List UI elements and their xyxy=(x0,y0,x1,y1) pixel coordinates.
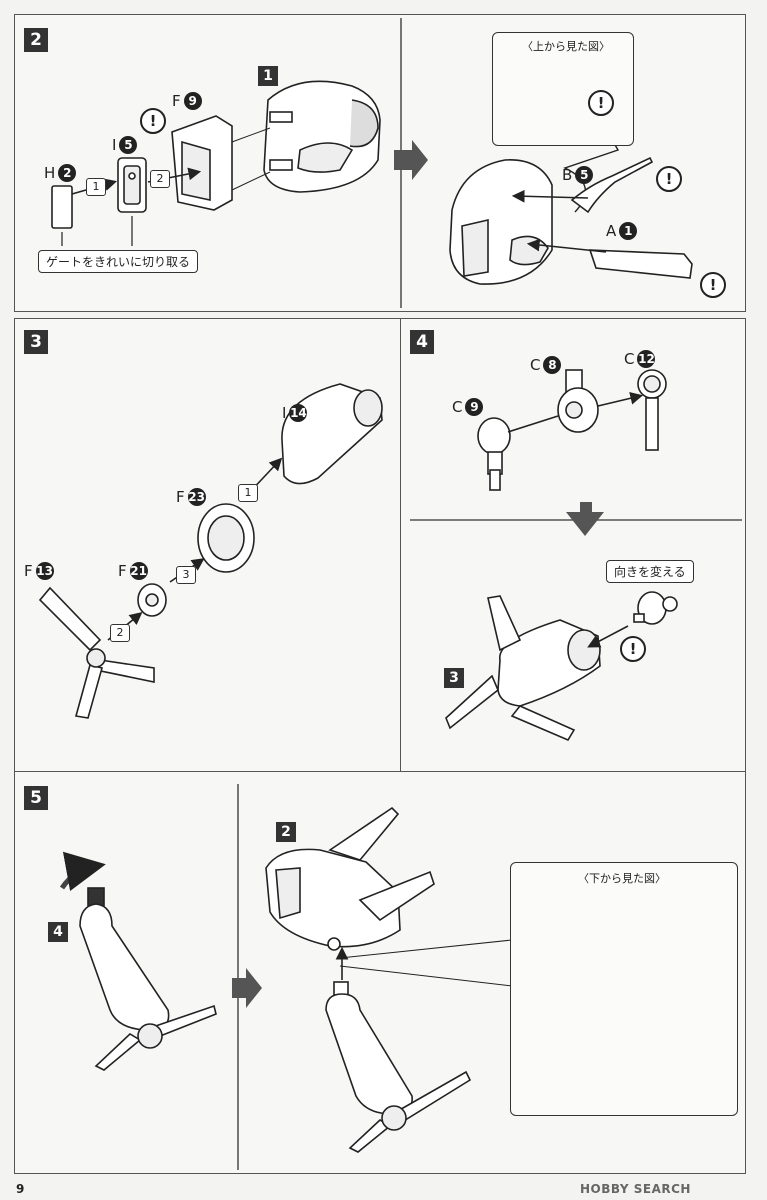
part-f21 xyxy=(137,583,167,617)
ref-step-4-box: 4 xyxy=(48,922,68,942)
top-view-callout xyxy=(492,32,634,146)
aircraft-body-step2 xyxy=(265,806,435,951)
order-step-1: 1 xyxy=(86,178,106,196)
order-step-2: 2 xyxy=(110,624,130,642)
step-number-4: 4 xyxy=(410,330,434,354)
order-step-1: 1 xyxy=(238,484,258,502)
page-number: 9 xyxy=(16,1182,25,1196)
step-number-3: 3 xyxy=(24,330,48,354)
ref-step-2-box: 2 xyxy=(276,822,296,842)
warning-icon: ! xyxy=(700,272,726,298)
part-b5 xyxy=(570,156,654,214)
part-f9 xyxy=(171,115,233,211)
step-number-2: 2 xyxy=(24,28,48,52)
part-i14 xyxy=(281,383,383,485)
cone-assembly-step5 xyxy=(325,981,472,1153)
warning-icon: ! xyxy=(620,636,646,662)
part-c8 xyxy=(557,369,599,433)
step-number-5: 5 xyxy=(24,786,48,810)
part-1-box: 1 xyxy=(258,66,278,86)
watermark: HOBBY SEARCH xyxy=(580,1182,691,1196)
warning-icon: ! xyxy=(588,90,614,116)
part-f23 xyxy=(197,503,255,573)
rotated-joint xyxy=(633,591,678,625)
engine-body-part-1 xyxy=(263,80,381,193)
order-step-2: 2 xyxy=(150,170,170,188)
part-h2 xyxy=(51,185,73,229)
gate-note: ゲートをきれいに切り取る xyxy=(38,250,199,273)
part-i5 xyxy=(117,157,147,213)
part-f13-propeller xyxy=(38,586,155,719)
part-c12 xyxy=(637,369,667,451)
cone-with-joint-step4 xyxy=(79,887,217,1071)
bottom-view-callout xyxy=(510,862,738,1116)
warning-icon: ! xyxy=(140,108,166,134)
order-step-3: 3 xyxy=(176,566,196,584)
part-a1 xyxy=(588,249,693,279)
part-c9 xyxy=(477,417,511,491)
top-view-caption: 〈上から見た図〉 xyxy=(522,40,610,53)
rotate-note: 向きを変える xyxy=(606,560,694,583)
bottom-view-caption: 〈下から見た図〉 xyxy=(578,872,666,885)
cone-assembly xyxy=(445,595,601,742)
ref-step-3-box: 3 xyxy=(444,668,464,688)
warning-icon: ! xyxy=(656,166,682,192)
engine-body-assembled xyxy=(449,159,553,285)
